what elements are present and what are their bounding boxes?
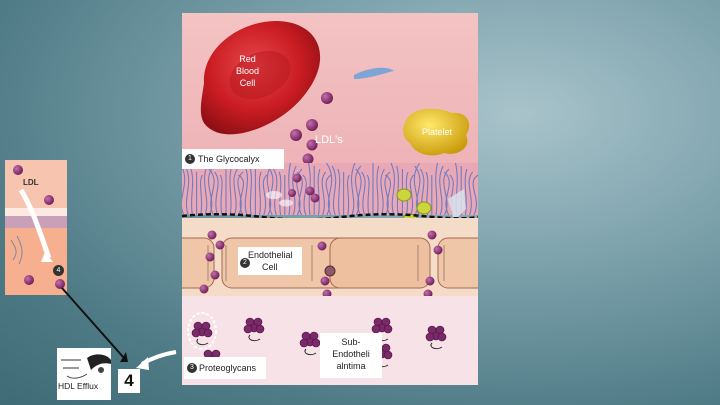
trapped-ldl-particles [266,173,320,207]
red-blood-cell [200,21,321,135]
marker-1: 1 [185,154,195,164]
ldl-side-illustration [5,160,67,295]
ldl-label: LDL's [315,134,343,146]
marker-4-large: 4 [118,369,140,393]
subendothelial-label-line3: alntima [336,361,366,371]
hdl-efflux-illustration [61,354,111,379]
marker-3: 3 [187,363,197,373]
junction-ldl-particles [198,230,443,311]
hdl-efflux-panel: HDL Efflux [57,348,111,400]
marker-4-side: 4 [53,265,64,276]
endothelial-label-line1: Endothelial [248,250,293,260]
hdl-arrow [61,287,125,359]
platelet-label: Platelet [422,127,453,137]
artery-wall-diagram: Red Blood Cell LDL's Platelet 1 The Glyc… [182,13,478,385]
proteoglycans-label-text: Proteoglycans [199,363,257,373]
subendothelial-label-line2: Endotheli [332,349,370,359]
proteoglycans-label: 3 Proteoglycans [184,357,266,379]
rbc-label-line3: Cell [239,78,256,88]
curved-arrowhead [136,357,149,370]
platelet [403,108,470,156]
hdl-efflux-label: HDL Efflux [58,381,99,391]
rbc-label-line2: Blood [236,66,260,76]
ldl-particles [290,92,333,165]
marker-2: 2 [240,258,250,268]
endothelial-membrane [182,212,478,221]
glycocalyx-label: 1 The Glycocalyx [182,149,284,169]
cell-junctions [207,245,445,281]
endothelial-label-line2: Cell [262,262,278,272]
hdl-arrowhead [120,352,128,362]
subendothelial-label: Sub- Endotheli alntima [320,333,382,378]
rbc-label: Red Blood Cell [236,53,259,89]
small-cell [354,67,394,79]
ldl-side-label: LDL [23,178,39,187]
highlight-circle [187,312,217,350]
subendothelial-label-line1: Sub- [341,337,361,347]
glycocalyx-label-text: The Glycocalyx [198,154,260,164]
artery-wall-illustration [182,13,478,385]
endothelial-label: 2 Endothelial Cell [238,247,302,275]
rbc-label-line1: Red [239,54,256,64]
ldl-side-panel: LDL 4 [5,160,67,295]
